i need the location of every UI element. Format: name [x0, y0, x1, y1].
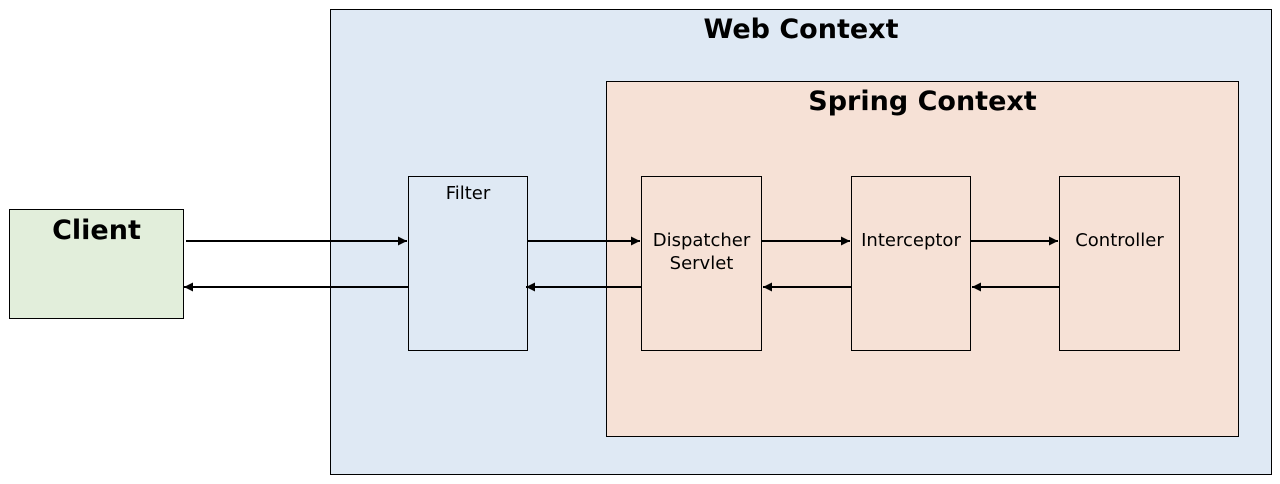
interceptor-label: Interceptor: [861, 230, 961, 251]
dispatcher-servlet-label: Dispatcher Servlet: [652, 230, 751, 274]
controller-label: Controller: [1075, 230, 1164, 251]
spring-context-title: Spring Context: [808, 86, 1037, 117]
interceptor-box: [851, 176, 971, 351]
dispatcher-servlet-box: [641, 176, 762, 351]
filter-box: [408, 176, 528, 351]
client-box: [9, 209, 184, 319]
client-label: Client: [52, 215, 141, 246]
controller-box: [1059, 176, 1180, 351]
filter-label: Filter: [445, 183, 491, 204]
web-context-title: Web Context: [703, 14, 899, 45]
